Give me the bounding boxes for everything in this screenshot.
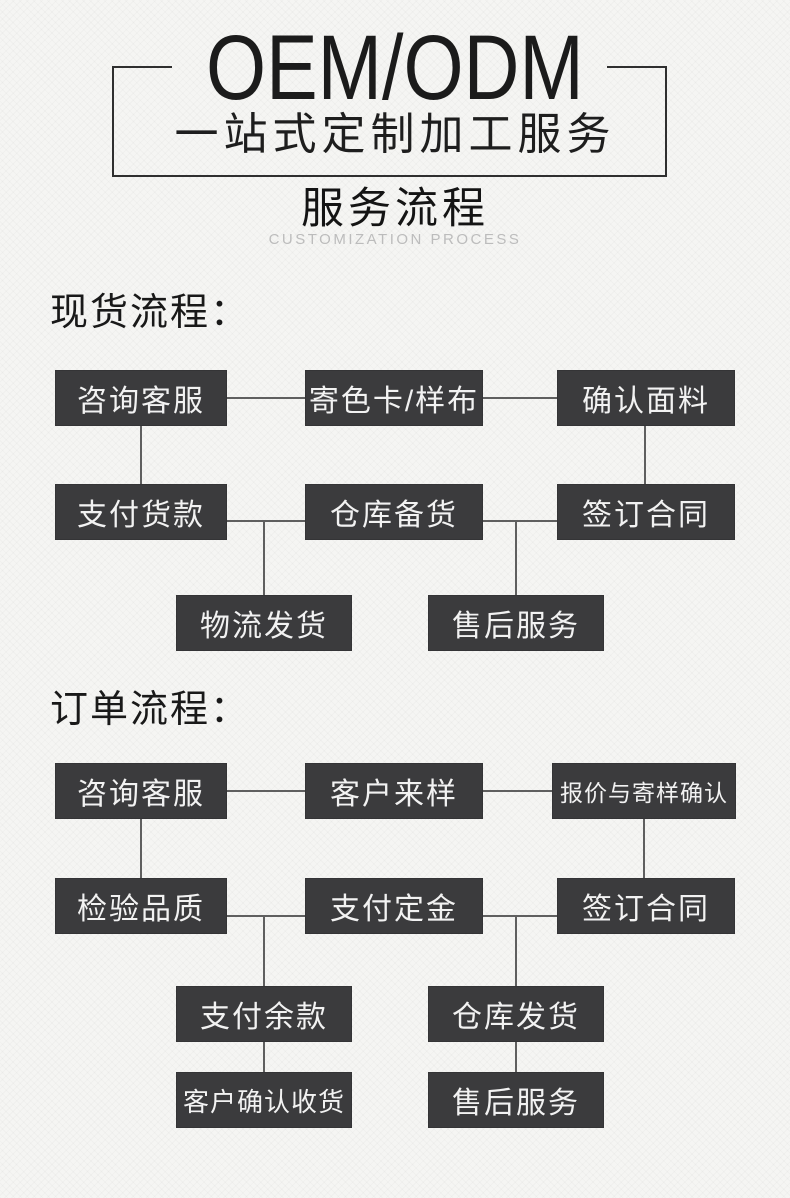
flow-box: 确认面料 (557, 370, 735, 426)
flow-box: 检验品质 (55, 878, 227, 934)
connector-line (483, 520, 557, 522)
flow-box: 支付定金 (305, 878, 483, 934)
connector-line (263, 520, 265, 595)
connector-line (515, 1042, 517, 1072)
order-flow-heading: 订单流程： (50, 689, 251, 731)
stock-flow-heading: 现货流程： (50, 292, 251, 334)
connector-line (263, 915, 265, 986)
flow-box: 寄色卡/样布 (305, 370, 483, 426)
flow-box: 咨询客服 (55, 370, 227, 426)
flow-box: 售后服务 (428, 1072, 604, 1128)
frame-top-right-segment (607, 66, 667, 68)
connector-line (483, 790, 552, 792)
connector-line (263, 1042, 265, 1072)
flow-box: 报价与寄样确认 (552, 763, 736, 819)
main-title: OEM/ODM (206, 17, 584, 119)
frame-left-line (112, 66, 114, 177)
process-subtitle-en: CUSTOMIZATION PROCESS (268, 231, 522, 248)
connector-line (515, 915, 517, 986)
connector-line (227, 397, 305, 399)
connector-line (643, 819, 645, 878)
connector-line (483, 915, 557, 917)
connector-line (227, 790, 305, 792)
flow-box: 仓库备货 (305, 484, 483, 540)
connector-line (140, 426, 142, 484)
connector-line (140, 819, 142, 878)
main-subtitle: 一站式定制加工服务 (174, 110, 616, 159)
frame-top-left-segment (112, 66, 172, 68)
frame-bottom-line (112, 175, 667, 177)
connector-line (515, 520, 517, 595)
flow-box: 支付货款 (55, 484, 227, 540)
connector-line (227, 915, 305, 917)
flow-box: 客户来样 (305, 763, 483, 819)
flow-box: 物流发货 (176, 595, 352, 651)
flow-box: 咨询客服 (55, 763, 227, 819)
flow-box: 仓库发货 (428, 986, 604, 1042)
flow-box: 签订合同 (557, 484, 735, 540)
connector-line (644, 426, 646, 484)
connector-line (483, 397, 557, 399)
connector-line (227, 520, 305, 522)
flow-box: 客户确认收货 (176, 1072, 352, 1128)
flow-box: 支付余款 (176, 986, 352, 1042)
flow-box: 签订合同 (557, 878, 735, 934)
frame-right-line (665, 66, 667, 177)
flow-box: 售后服务 (428, 595, 604, 651)
process-title: 服务流程 (301, 185, 489, 233)
